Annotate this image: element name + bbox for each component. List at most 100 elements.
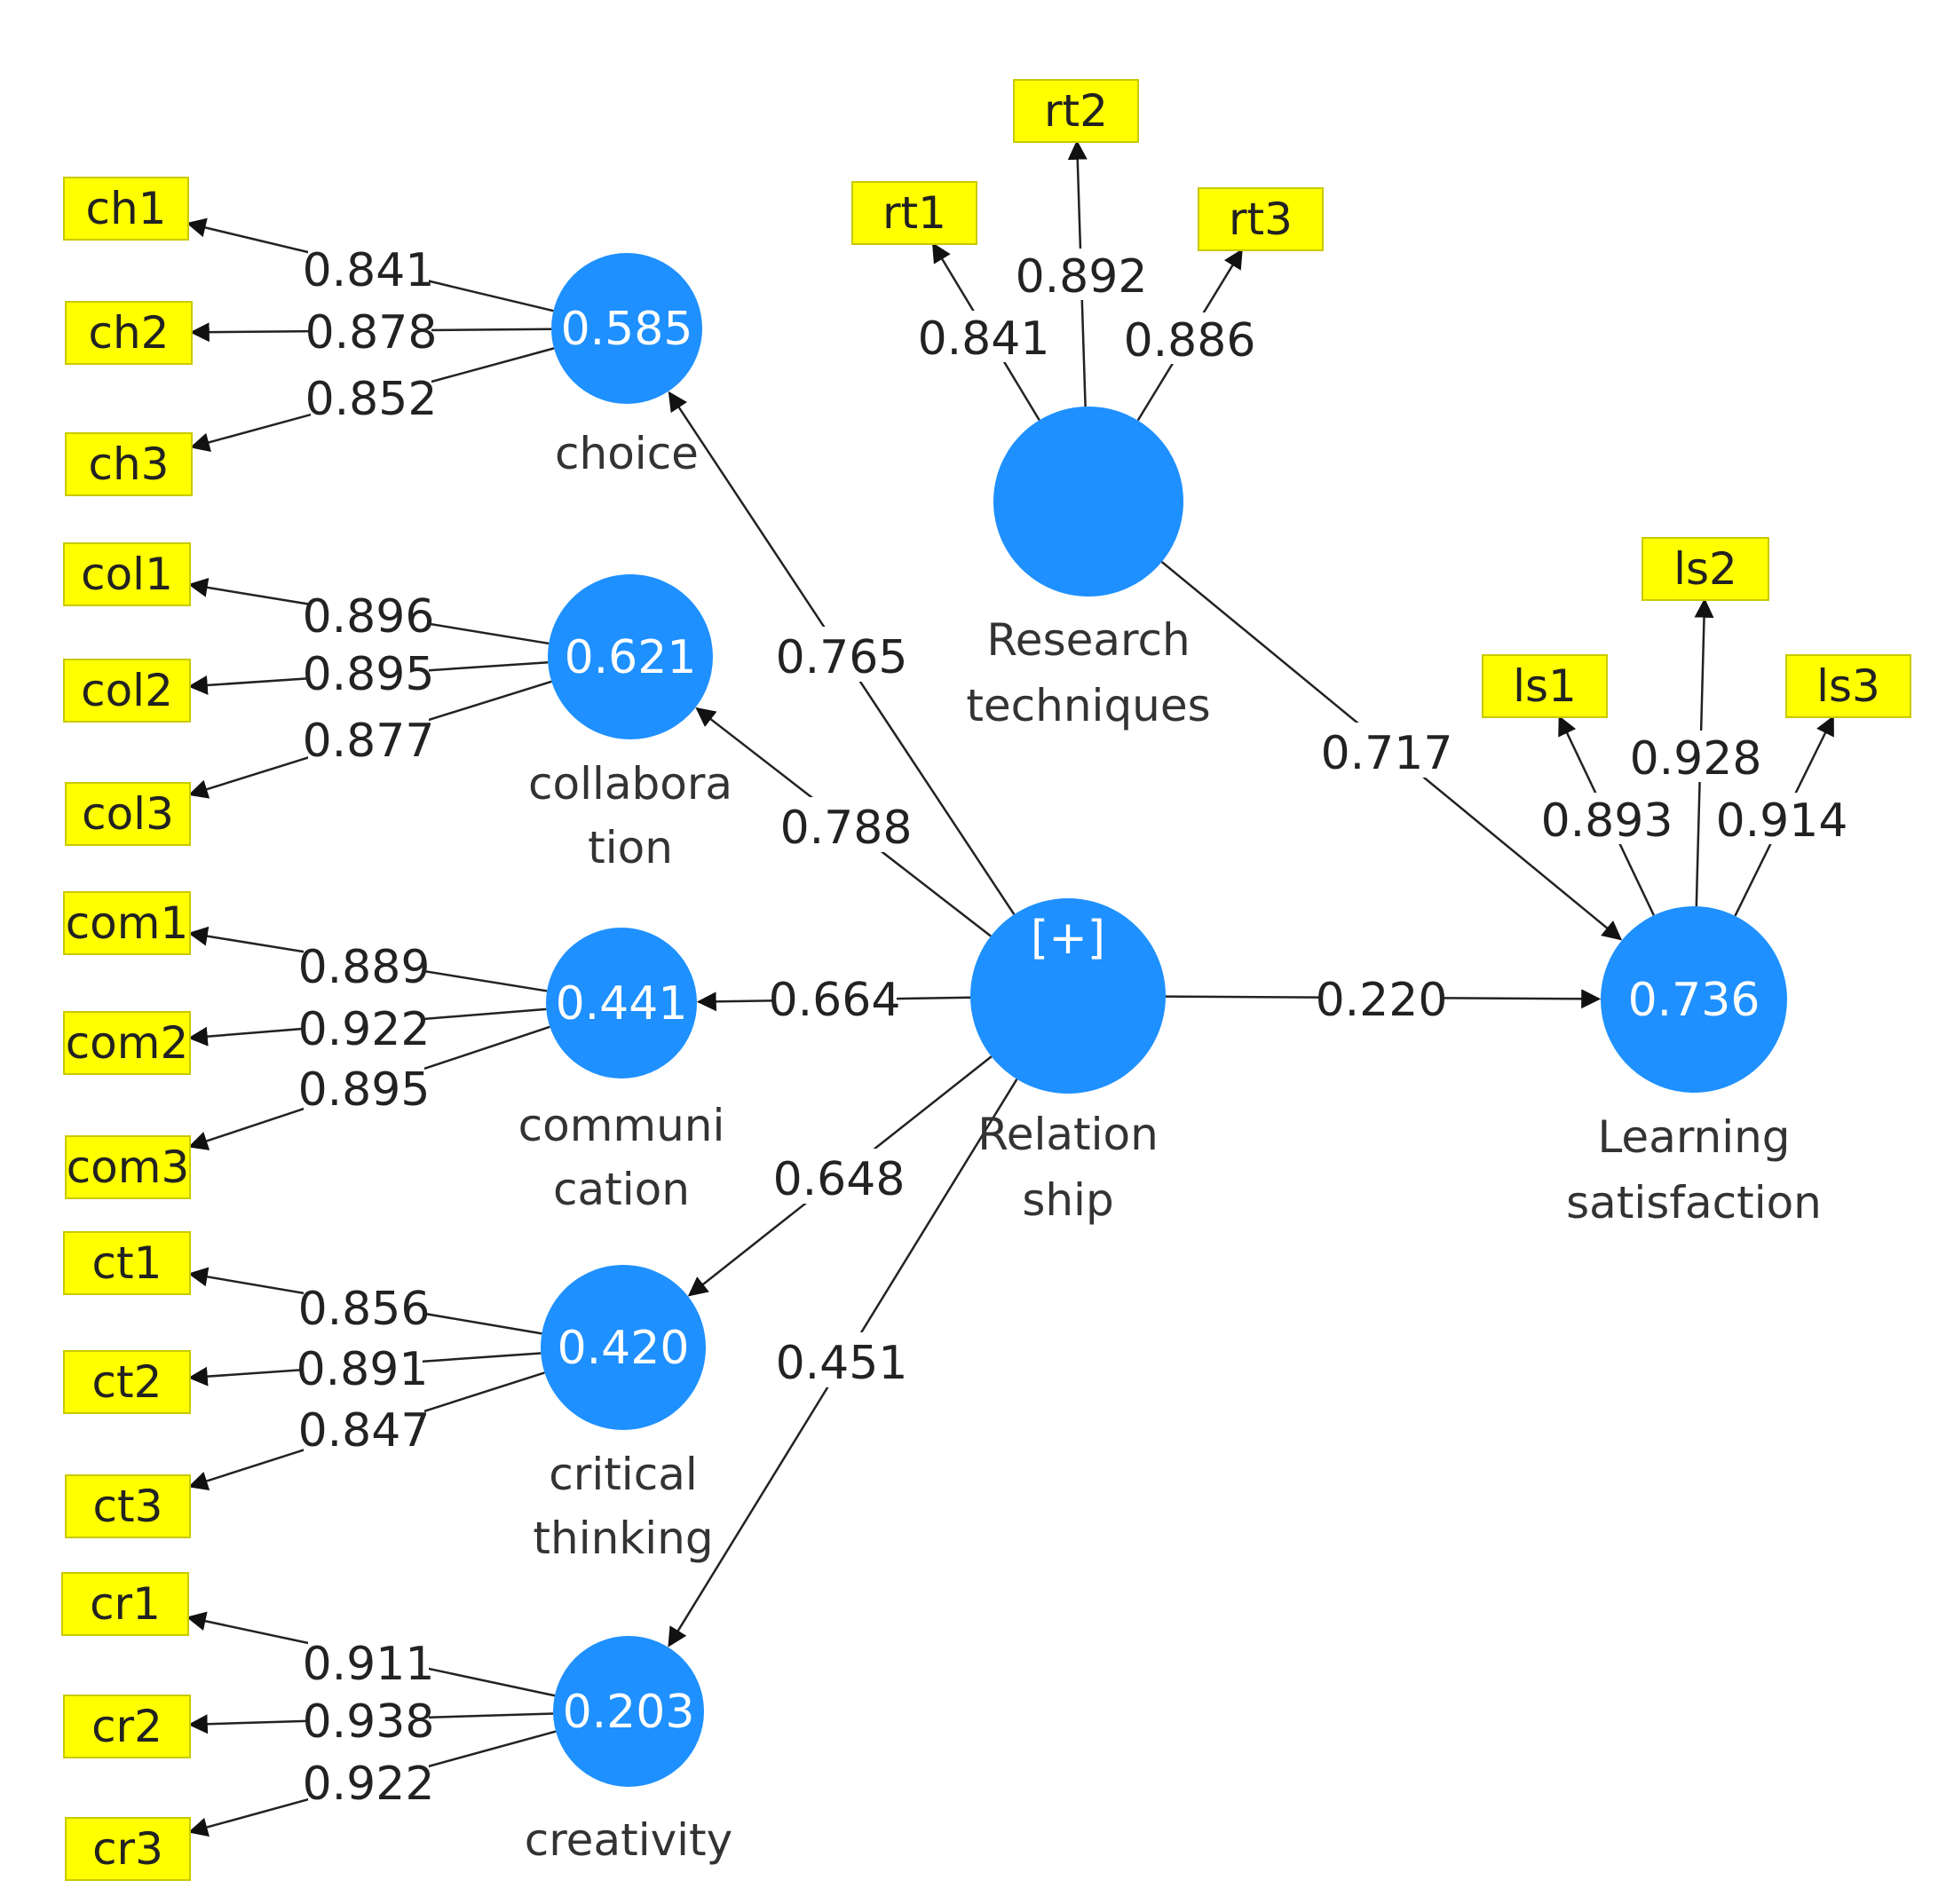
indicator-box-ch2[interactable] xyxy=(65,301,193,365)
path-coef-bg-rel-collab xyxy=(784,797,908,852)
indicator-box-ls1[interactable] xyxy=(1482,654,1608,718)
indicator-label-ct1: ct1 xyxy=(92,1237,162,1289)
indicator-box-ls3[interactable] xyxy=(1785,654,1911,718)
loading-bg-rt2 xyxy=(1021,249,1142,300)
expand-toggle-relation[interactable]: [+] xyxy=(1031,912,1105,965)
indicator-label-ch2: ch2 xyxy=(89,307,170,359)
indicator-label-rt2: rt2 xyxy=(1044,85,1108,137)
indicator-box-com3[interactable] xyxy=(65,1135,191,1199)
indicator-label-ch1: ch1 xyxy=(86,183,167,234)
r2-value-collab: 0.621 xyxy=(565,631,697,684)
loading-value-ch1: 0.841 xyxy=(303,244,435,297)
indicator-box-cr3[interactable] xyxy=(65,1817,191,1881)
r2-value-learning: 0.736 xyxy=(1628,974,1760,1027)
path-coef-bg-rel-choice xyxy=(779,627,904,682)
loading-value-com3: 0.895 xyxy=(298,1063,431,1117)
indicator-ls1[interactable]: ls1 xyxy=(1482,654,1608,718)
construct-name-comm-1: cation xyxy=(553,1164,690,1215)
indicator-col3[interactable]: col3 xyxy=(65,782,191,846)
indicator-cr1[interactable]: cr1 xyxy=(61,1572,189,1636)
path-coef-rel-collab: 0.788 xyxy=(780,802,913,855)
indicator-box-ct3[interactable] xyxy=(65,1474,191,1538)
indicator-ch2[interactable]: ch2 xyxy=(65,301,193,365)
indicator-col1[interactable]: col1 xyxy=(63,542,191,606)
loading-value-com1: 0.889 xyxy=(298,941,431,994)
indicator-box-col2[interactable] xyxy=(63,659,191,723)
path-coef-rel-critical: 0.648 xyxy=(773,1153,906,1206)
loading-bg-com3 xyxy=(304,1062,424,1113)
indicator-ls2[interactable]: ls2 xyxy=(1642,537,1769,601)
loading-bg-ls3 xyxy=(1721,793,1842,844)
indicator-label-ls2: ls2 xyxy=(1673,543,1737,595)
construct-name-relation-0: Relation xyxy=(977,1109,1159,1160)
indicator-label-com1: com1 xyxy=(66,897,189,949)
loading-bg-col3 xyxy=(308,713,429,764)
path-coef-rel-comm: 0.664 xyxy=(769,974,901,1027)
indicator-box-ls2[interactable] xyxy=(1642,537,1769,601)
indicator-box-rt1[interactable] xyxy=(851,181,977,245)
loading-bg-ls1 xyxy=(1547,793,1667,844)
loading-bg-ct2 xyxy=(302,1341,423,1393)
construct-name-comm-0: communi xyxy=(518,1100,725,1151)
construct-learning xyxy=(1601,906,1787,1093)
path-coef-bg-rel-critical xyxy=(777,1149,901,1204)
path-coef-research-learning: 0.717 xyxy=(1321,727,1453,780)
construct-name-research-1: techniques xyxy=(966,680,1210,731)
indicator-cr3[interactable]: cr3 xyxy=(65,1817,191,1881)
indicator-ct2[interactable]: ct2 xyxy=(63,1350,191,1414)
indicator-label-cr2: cr2 xyxy=(91,1701,162,1752)
path-coef-rel-choice: 0.765 xyxy=(776,631,908,684)
path-coef-bg-rel-comm xyxy=(772,969,897,1024)
indicator-box-col1[interactable] xyxy=(63,542,191,606)
path-coef-rel-creat: 0.451 xyxy=(776,1337,908,1390)
loading-bg-rt1 xyxy=(923,311,1044,362)
indicator-box-rt2[interactable] xyxy=(1013,79,1139,143)
indicator-box-cr1[interactable] xyxy=(61,1572,189,1636)
indicator-box-ct1[interactable] xyxy=(63,1231,191,1295)
indicator-rt2[interactable]: rt2 xyxy=(1013,79,1139,143)
path-coef-bg-rel-learning xyxy=(1319,969,1444,1024)
indicator-box-com1[interactable] xyxy=(63,891,191,955)
indicator-rt1[interactable]: rt1 xyxy=(851,181,977,245)
construct-research xyxy=(993,407,1183,596)
loading-bg-ch2 xyxy=(311,304,431,356)
indicator-cr2[interactable]: cr2 xyxy=(63,1695,191,1758)
construct-name-critical-1: thinking xyxy=(533,1513,713,1564)
indicator-label-rt3: rt3 xyxy=(1229,194,1293,245)
r2-value-comm: 0.441 xyxy=(556,977,688,1031)
indicator-box-rt3[interactable] xyxy=(1198,187,1324,251)
loading-value-ct3: 0.847 xyxy=(298,1404,431,1458)
loading-bg-com2 xyxy=(304,1001,424,1053)
construct-name-learning-0: Learning xyxy=(1597,1111,1790,1163)
indicator-box-col3[interactable] xyxy=(65,782,191,846)
indicator-ch1[interactable]: ch1 xyxy=(63,177,189,241)
indicator-label-cr1: cr1 xyxy=(90,1578,161,1630)
loading-bg-cr1 xyxy=(308,1636,429,1687)
loading-value-rt1: 0.841 xyxy=(918,312,1050,366)
indicator-box-ch3[interactable] xyxy=(65,432,193,496)
indicator-box-cr2[interactable] xyxy=(63,1695,191,1758)
indicator-com2[interactable]: com2 xyxy=(63,1011,191,1075)
path-coef-bg-rel-creat xyxy=(779,1332,904,1387)
indicator-ct1[interactable]: ct1 xyxy=(63,1231,191,1295)
indicator-com3[interactable]: com3 xyxy=(65,1135,191,1199)
indicator-rt3[interactable]: rt3 xyxy=(1198,187,1324,251)
indicator-label-com3: com3 xyxy=(67,1142,190,1193)
indicator-col2[interactable]: col2 xyxy=(63,659,191,723)
indicator-ct3[interactable]: ct3 xyxy=(65,1474,191,1538)
construct-choice xyxy=(551,253,702,404)
indicator-box-ct2[interactable] xyxy=(63,1350,191,1414)
path-coef-rel-learning: 0.220 xyxy=(1316,974,1448,1027)
indicator-ch3[interactable]: ch3 xyxy=(65,432,193,496)
construct-name-collab-0: collabora xyxy=(528,758,732,810)
loading-bg-ch1 xyxy=(308,242,429,294)
indicator-ls3[interactable]: ls3 xyxy=(1785,654,1911,718)
indicator-box-com2[interactable] xyxy=(63,1011,191,1075)
indicator-com1[interactable]: com1 xyxy=(63,891,191,955)
construct-relation xyxy=(970,898,1166,1094)
indicator-label-ct3: ct3 xyxy=(93,1481,163,1532)
labels-layer: 0.585choice0.621collaboration0.441commun… xyxy=(61,79,1911,1881)
loading-value-rt3: 0.886 xyxy=(1124,314,1256,367)
indicator-box-ch1[interactable] xyxy=(63,177,189,241)
